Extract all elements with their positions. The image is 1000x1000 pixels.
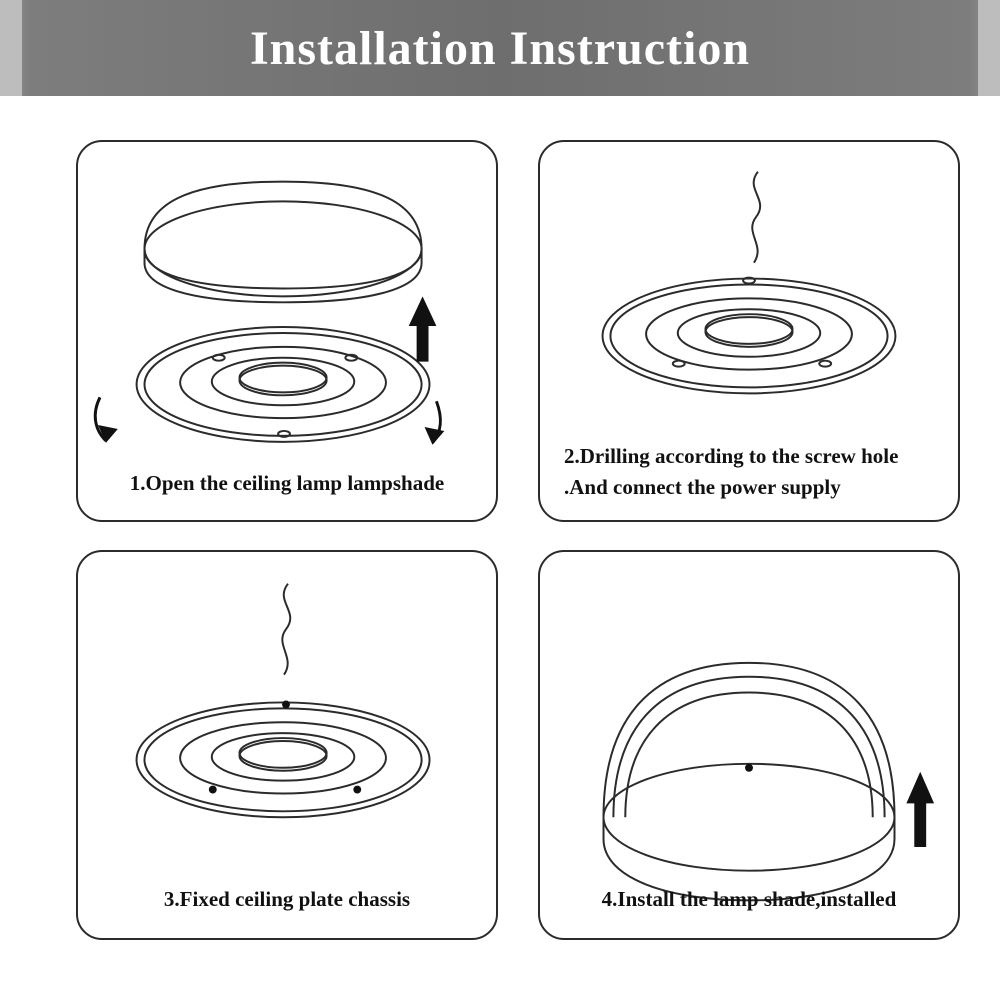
step-2-caption-line-1: 2.Drilling according to the screw hole	[564, 444, 899, 469]
step-3-caption: 3.Fixed ceiling plate chassis	[163, 886, 411, 911]
step-4-caption: 4.Install the lamp shade,installed	[601, 886, 897, 911]
screw-dots	[208, 700, 362, 794]
page-title: Installation Instruction	[249, 21, 751, 75]
screw-dot	[745, 763, 753, 772]
header-bar: Installation Instruction	[0, 0, 1000, 96]
power-wire	[751, 171, 762, 264]
step-2-caption: 2.Drilling according to the screw hole .…	[540, 441, 958, 502]
header-cap-right	[978, 0, 1000, 96]
installed-lamp-diagram	[602, 661, 935, 902]
instruction-step-1: 1.Open the ceiling lamp lampshade	[76, 140, 498, 522]
instruction-step-2: 2.Drilling according to the screw hole .…	[538, 140, 960, 522]
instruction-panel-grid: 1.Open the ceiling lamp lampshade 2.Dr	[0, 96, 1000, 1000]
step-1-caption: 1.Open the ceiling lamp lampshade	[129, 470, 445, 495]
power-wire	[281, 583, 292, 676]
instruction-step-3: 3.Fixed ceiling plate chassis	[76, 550, 498, 940]
up-arrow-icon	[408, 296, 437, 362]
instruction-step-4: 4.Install the lamp shade,installed	[538, 550, 960, 940]
header-cap-left	[0, 0, 22, 96]
step-2-caption-line-2: .And connect the power supply	[564, 474, 841, 499]
lampshade-removal-diagram	[93, 180, 445, 445]
fixed-chassis-diagram	[135, 583, 431, 819]
up-arrow-icon	[906, 771, 935, 847]
